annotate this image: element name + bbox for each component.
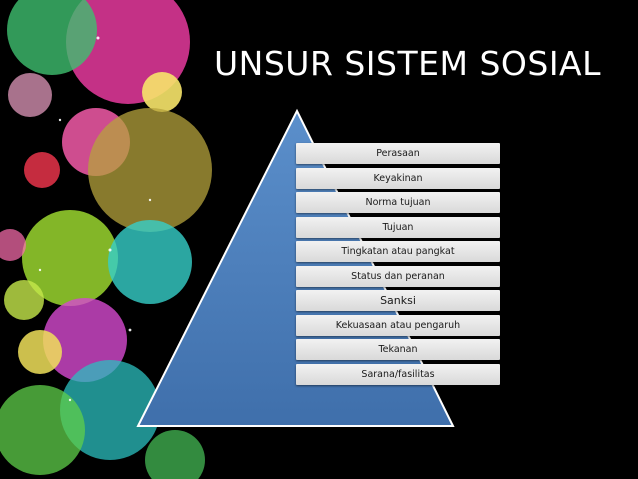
- bokeh-circle: [145, 430, 205, 479]
- bokeh-circle: [0, 229, 26, 261]
- pyramid-level: Sanksi: [296, 290, 500, 311]
- pyramid-level: Keyakinan: [296, 167, 500, 189]
- sparkle: [128, 328, 132, 332]
- bokeh-circle: [108, 220, 192, 304]
- pyramid-level: Status dan peranan: [296, 265, 500, 287]
- pyramid-level: Tujuan: [296, 216, 500, 238]
- bokeh-circles: [0, 0, 212, 479]
- bokeh-circle: [60, 360, 160, 460]
- sparkle: [58, 118, 62, 122]
- pyramid-level: Sarana/fasilitas: [296, 363, 500, 385]
- bokeh-circle: [7, 0, 97, 75]
- sparkle: [68, 398, 72, 402]
- bokeh-circle: [0, 385, 85, 475]
- sparkles: [38, 36, 152, 402]
- bokeh-circle: [18, 330, 62, 374]
- bokeh-circle: [88, 108, 212, 232]
- sparkle: [148, 198, 152, 202]
- bokeh-circle: [24, 152, 60, 188]
- bokeh-circle: [8, 73, 52, 117]
- sparkle: [108, 248, 112, 252]
- bokeh-circle: [22, 210, 118, 306]
- sparkle: [38, 268, 42, 272]
- pyramid-level: Kekuasaan atau pengaruh: [296, 314, 500, 336]
- bokeh-circle: [4, 280, 44, 320]
- slide-title: UNSUR SISTEM SOSIAL: [214, 44, 602, 83]
- pyramid-level: Tingkatan atau pangkat: [296, 241, 500, 262]
- bokeh-circle: [142, 72, 182, 112]
- sparkle: [96, 36, 100, 40]
- pyramid-level: Norma tujuan: [296, 192, 500, 213]
- pyramid-level: Perasaan: [296, 143, 500, 164]
- pyramid-level: Tekanan: [296, 339, 500, 360]
